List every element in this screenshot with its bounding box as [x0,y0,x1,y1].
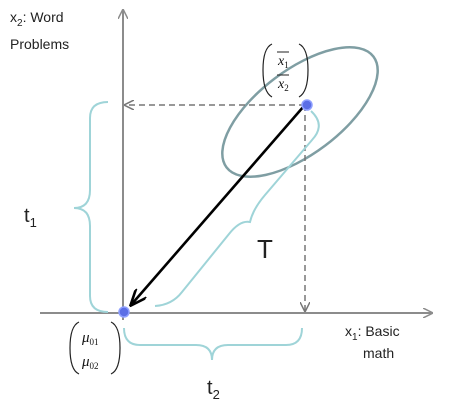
x2-axis-label: x2: Word [10,9,64,29]
right-paren [298,43,309,98]
t2-brace [123,327,303,361]
right-paren [110,321,121,375]
t-vector-arrow [131,105,305,305]
left-paren [262,43,273,98]
x2-axis-label-line2: Problems [10,36,69,52]
null-mean-vector-label: μ01 μ02 [69,321,121,375]
t-label: T [257,234,273,264]
null-mean-mu01: μ01 [81,330,99,347]
x1-axis-label-line2: math [363,345,394,361]
sample-mean-x2: x2 [277,77,289,93]
sample-mean-vector-label: x1 x2 [262,43,309,98]
t2-label: t2 [207,377,220,402]
null-mean-mu02: μ02 [81,354,99,371]
t1-label: t1 [24,205,37,230]
sample-mean-point [301,99,313,111]
x1-axis-label: x1: Basic [345,323,400,343]
left-paren [69,321,80,375]
null-mean-point [118,306,130,318]
sample-mean-x1: x1 [277,54,289,70]
t-brace [154,110,320,307]
confidence-ellipse [221,46,379,178]
t1-brace [73,101,109,313]
